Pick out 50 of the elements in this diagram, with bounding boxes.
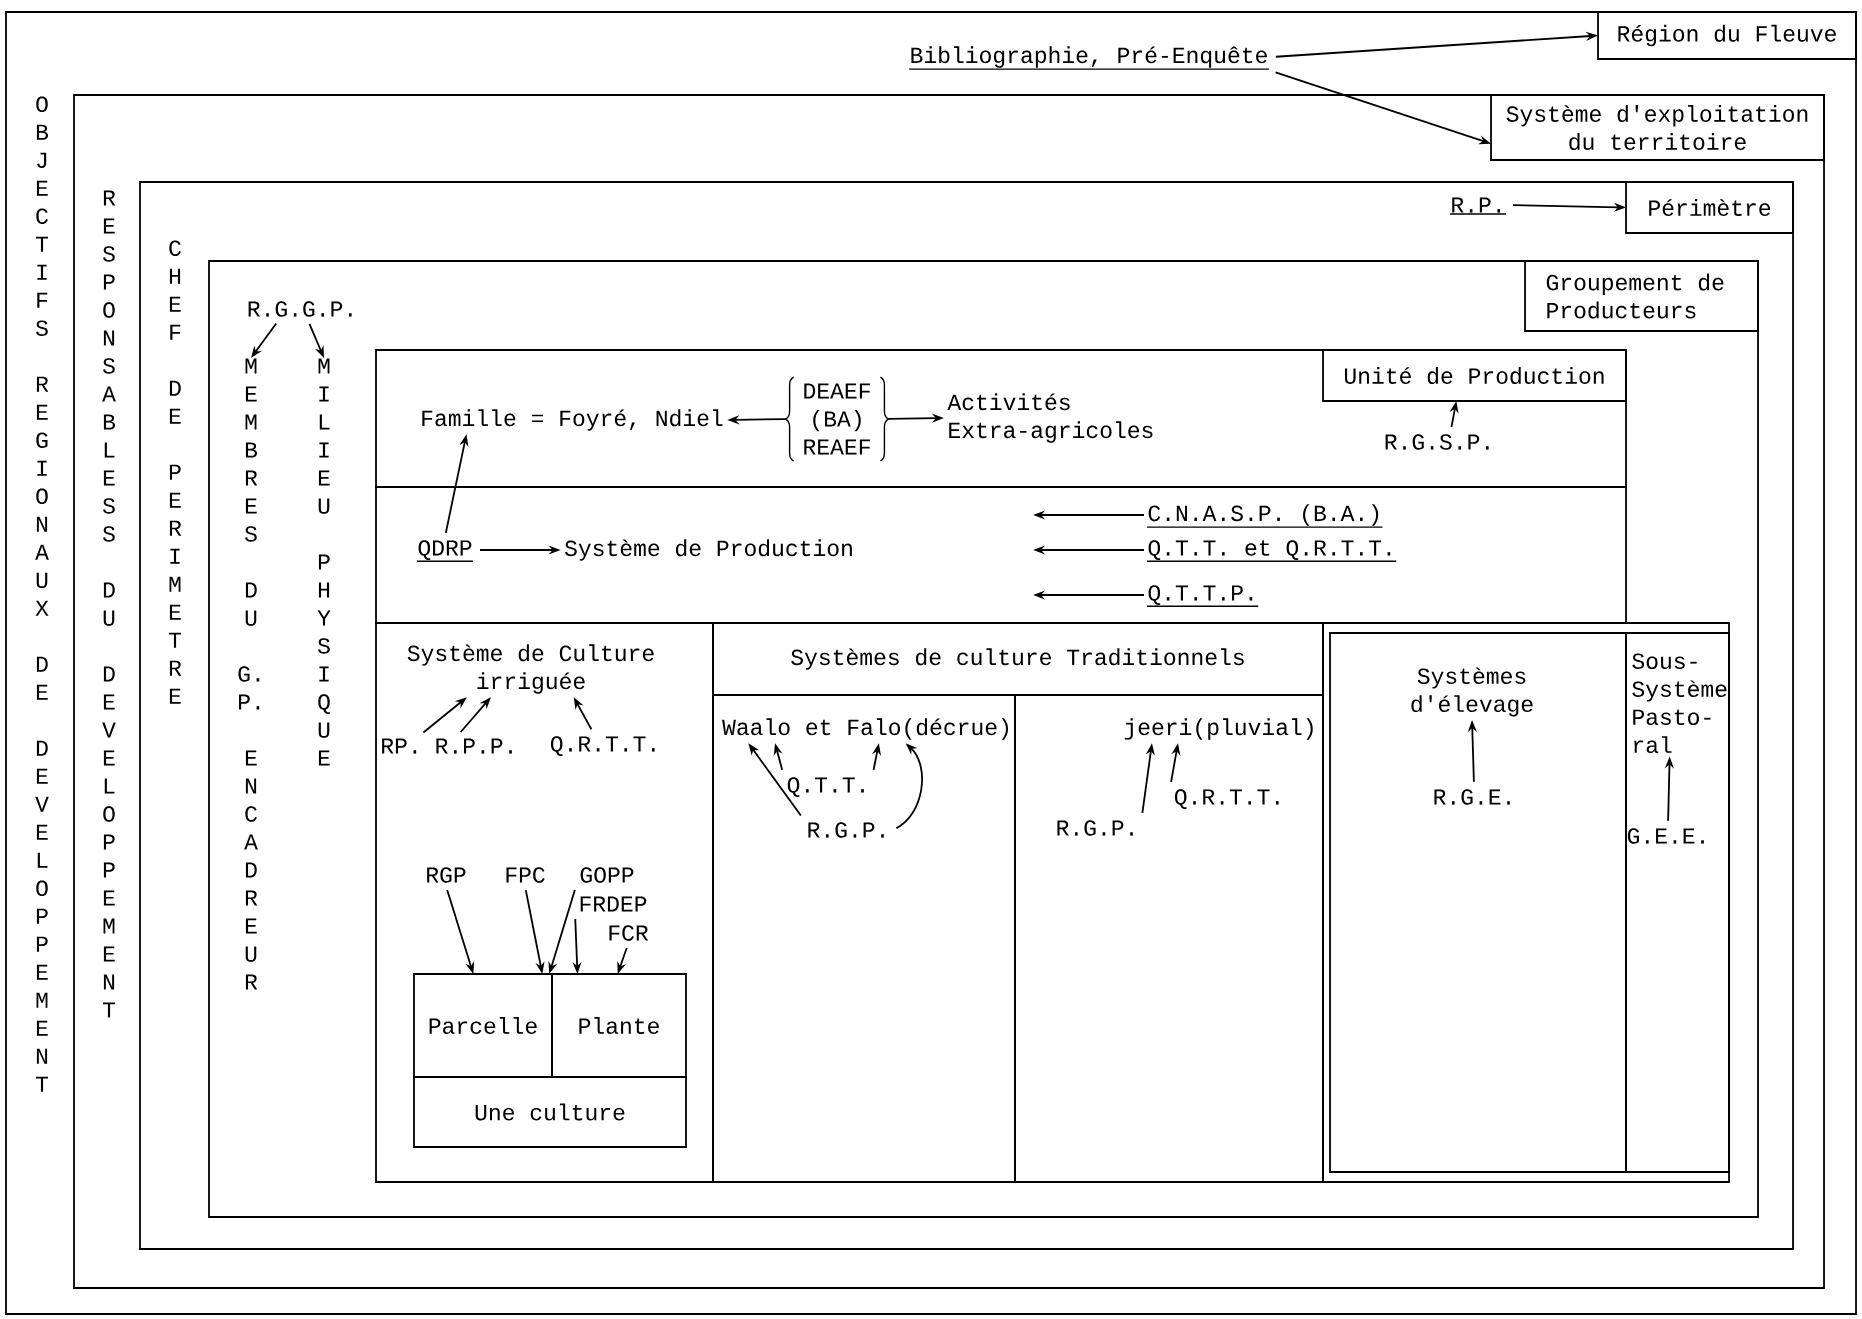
frame-box bbox=[712, 694, 1016, 1183]
table-cell: Plante bbox=[551, 973, 687, 1078]
text-label: Q.R.T.T. bbox=[550, 736, 655, 756]
text-label: Activités Extra-agricoles bbox=[947, 393, 1153, 443]
underlined-text: Q.T.T.P. bbox=[1146, 585, 1259, 607]
text-label: R.G.G.P. bbox=[248, 301, 352, 317]
frame-box bbox=[1329, 632, 1627, 1173]
text-label: FPC bbox=[506, 867, 545, 883]
text-label: RP. bbox=[382, 738, 417, 754]
braced-list: DEAEF (BA) REAEF bbox=[784, 376, 890, 462]
vertical-text: MEMBRES DU G.P. ENCADREUR bbox=[238, 358, 260, 990]
text-label: R.P.P. bbox=[436, 738, 512, 754]
text-label: G.E.E. bbox=[1627, 828, 1704, 844]
table-cell: Une culture bbox=[413, 1076, 687, 1148]
text-label: Systèmes d'élevage bbox=[1411, 667, 1533, 717]
text-label: Q.T.T. bbox=[787, 777, 864, 797]
underlined-text: Q.T.T. et Q.R.T.T. bbox=[1146, 540, 1397, 562]
text-label: Waalo et Falo(décrue) bbox=[722, 718, 1009, 740]
label-box: Unité de Production bbox=[1322, 349, 1627, 402]
text-label: RGP bbox=[427, 867, 466, 883]
text-label: Q.R.T.T. bbox=[1174, 789, 1279, 809]
underlined-text: R.P. bbox=[1449, 197, 1507, 215]
text-label: R.G.P. bbox=[1057, 820, 1133, 836]
text-label: R.G.S.P. bbox=[1385, 434, 1489, 450]
label-box: Système d'exploitation du territoire bbox=[1490, 94, 1825, 161]
text-label: FCR bbox=[609, 925, 649, 941]
label-box: Région du Fleuve bbox=[1597, 11, 1857, 60]
underlined-text: QDRP bbox=[416, 540, 474, 562]
frame-box bbox=[375, 349, 1627, 488]
underlined-text: Bibliographie, Pré-Enquête bbox=[908, 46, 1270, 70]
text-label: Famille = Foyré, Ndiel bbox=[422, 409, 723, 431]
frame-box bbox=[375, 622, 714, 1183]
label-box: Périmètre bbox=[1625, 181, 1794, 234]
text-label: Système de Production bbox=[564, 539, 852, 561]
frame-box bbox=[1625, 632, 1730, 1173]
label-box: Groupement de Producteurs bbox=[1524, 260, 1759, 332]
text-label: R.G.P. bbox=[808, 822, 884, 838]
underlined-text: C.N.A.S.P. (B.A.) bbox=[1146, 504, 1384, 528]
vertical-text: MILIEU PHYSIQUE bbox=[317, 358, 331, 766]
frame-box bbox=[375, 486, 1627, 624]
header-cell: Systèmes de culture Traditionnels bbox=[712, 622, 1324, 696]
text-label: Sous- Système Pasto- ral bbox=[1632, 653, 1727, 753]
frame-box bbox=[1014, 694, 1324, 1183]
text-label: GOPP bbox=[580, 867, 634, 883]
text-label: R.G.E. bbox=[1434, 789, 1510, 805]
text-label: Système de Culture irriguée bbox=[407, 644, 654, 694]
text-label: FRDEP bbox=[580, 896, 647, 912]
frame-box bbox=[208, 260, 1759, 1218]
table-cell: Parcelle bbox=[413, 973, 553, 1078]
text-label: jeeri(pluvial) bbox=[1124, 718, 1313, 740]
